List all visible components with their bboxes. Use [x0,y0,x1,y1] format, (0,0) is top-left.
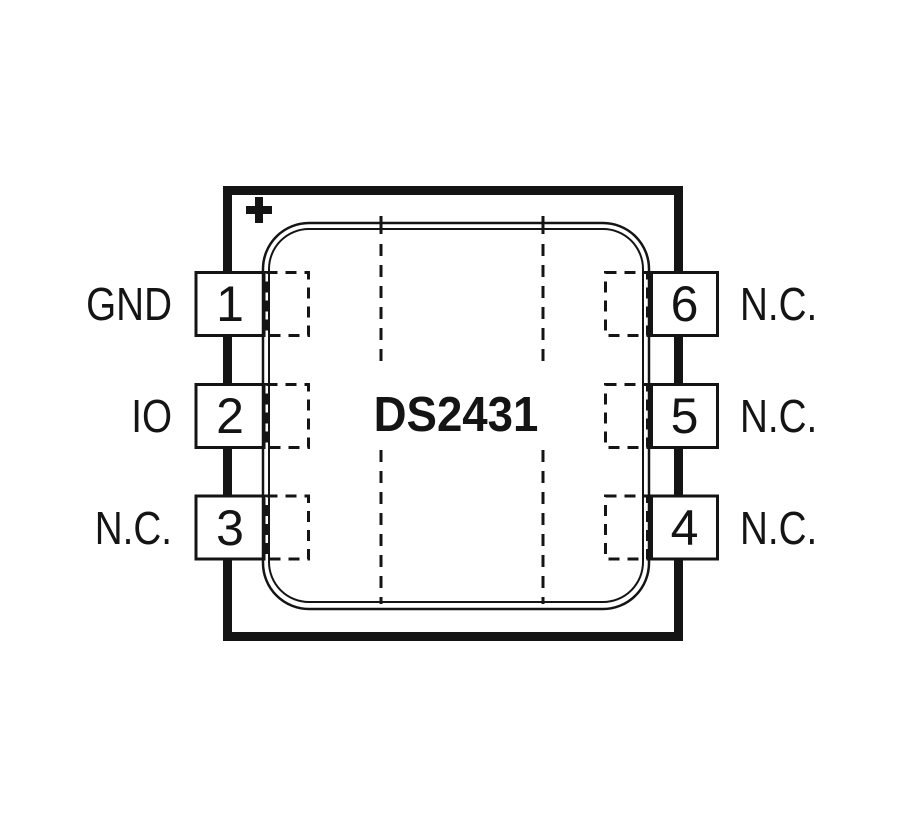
pin5-box [650,383,719,449]
package-body-inner-outline [268,228,644,603]
pin1-number: 1 [216,276,244,332]
package-body-outer-outline [261,221,651,611]
pin5-number: 5 [670,388,699,444]
pin6-number: 6 [670,276,699,332]
chip-title: DS2431 [373,388,539,442]
pin2-label: IO [131,390,172,442]
pin5-pad-dashed [604,383,649,449]
pin4-pad-dashed [604,494,649,561]
pin1-label: GND [86,278,172,330]
pin6-pad-dashed [604,271,649,337]
pin6-label: N.C. [740,278,818,330]
pin2-box [194,383,266,449]
pin3-label: N.C. [94,502,172,554]
polarity-plus-icon [246,197,272,223]
pin2-number: 2 [216,388,244,444]
pin1-box [194,271,266,337]
pin3-pad-dashed [265,494,310,561]
pin5-label: N.C. [740,390,818,442]
pin1-pad-dashed [265,271,310,337]
pin4-number: 4 [670,500,699,556]
pin3-number: 3 [216,500,244,556]
pin6-box [650,271,719,337]
pin4-box [650,494,719,561]
pin4-label: N.C. [740,502,818,554]
pin2-pad-dashed [265,383,310,449]
